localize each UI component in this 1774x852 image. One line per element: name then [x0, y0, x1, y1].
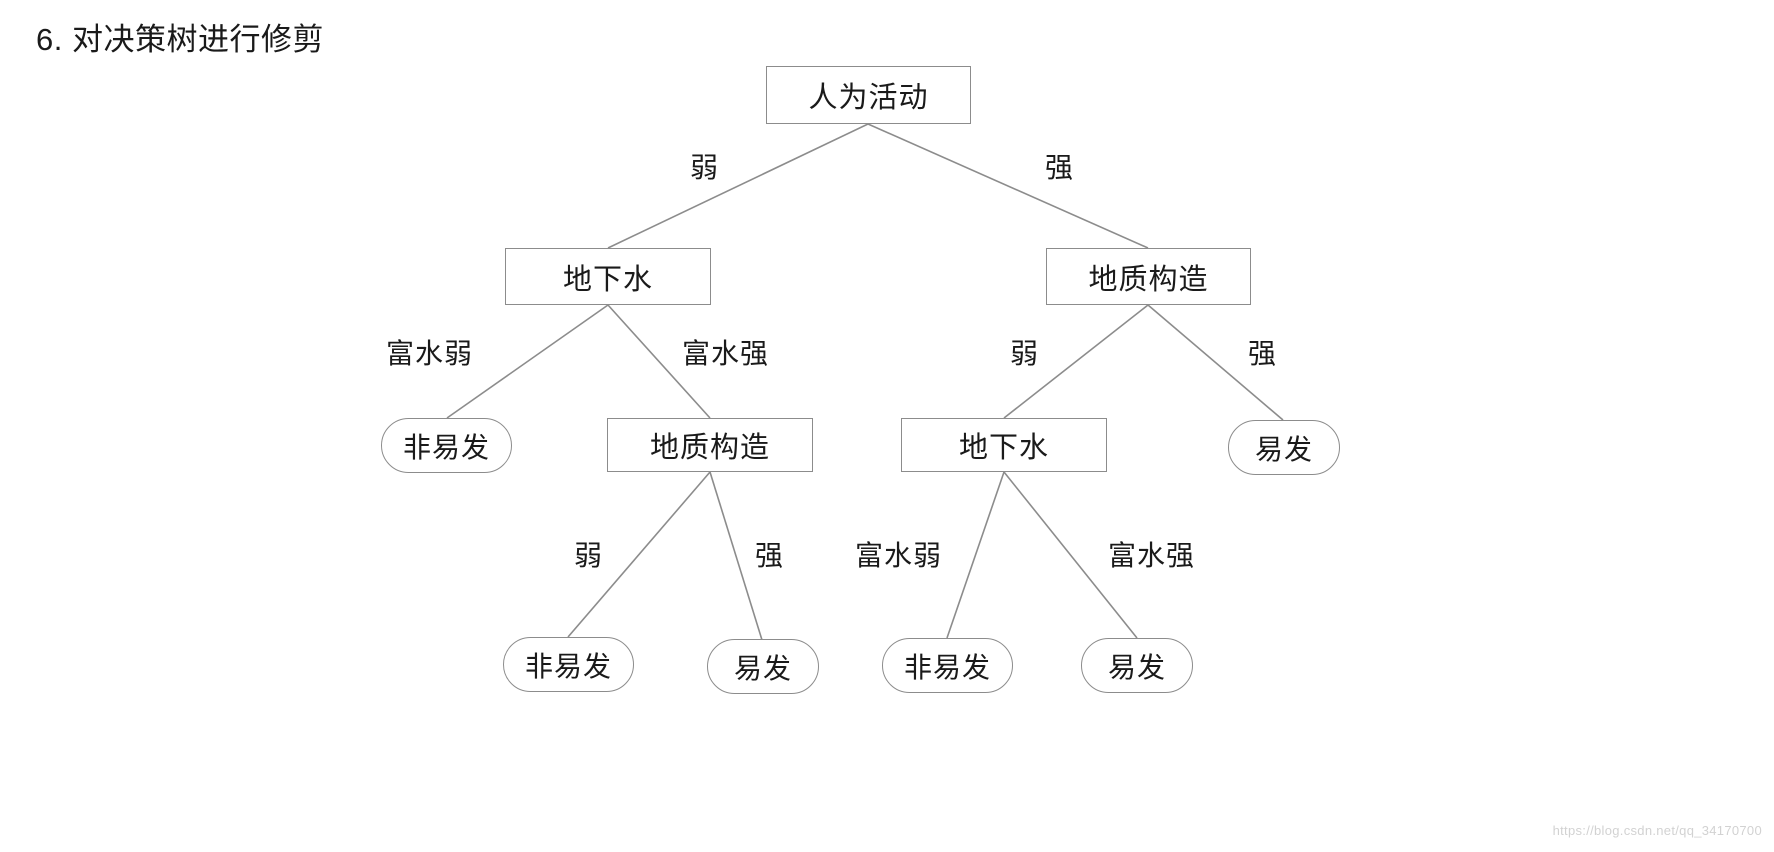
edge-root-to-geology: [867, 123, 1149, 249]
node-leaf-nonprone-l3[interactable]: 非易发: [381, 418, 512, 473]
edge-geology2-to-prone: [709, 471, 763, 641]
node-leaf-prone-l4-right[interactable]: 易发: [1081, 638, 1193, 693]
edge-geology-to-groundwater: [1003, 304, 1149, 419]
edge-label-groundwater3-weak-water: 富水弱: [855, 540, 943, 571]
edge-label-geology3-strong: 强: [755, 540, 785, 571]
edge-label-groundwater-weak-water: 富水弱: [386, 338, 474, 369]
edge-label-geology-weak: 弱: [1010, 338, 1040, 369]
edge-geology-to-prone: [1147, 304, 1284, 421]
edge-groundwater-to-nonprone: [446, 304, 609, 419]
edge-label-root-weak: 弱: [690, 152, 720, 183]
node-leaf-nonprone-l4-right[interactable]: 非易发: [882, 638, 1013, 693]
node-root-human-activity[interactable]: 人为活动: [766, 66, 971, 124]
edge-groundwater2-to-prone: [1003, 471, 1138, 639]
node-groundwater-level3[interactable]: 地下水: [901, 418, 1107, 472]
watermark-text: https://blog.csdn.net/qq_34170700: [1552, 823, 1762, 838]
edge-label-geology-strong: 强: [1248, 338, 1278, 369]
node-groundwater-level2[interactable]: 地下水: [505, 248, 711, 305]
page-title: 6. 对决策树进行修剪: [36, 22, 324, 57]
edge-geology2-to-nonprone: [567, 471, 711, 638]
edge-label-geology3-weak: 弱: [574, 540, 604, 571]
edge-label-groundwater3-strong-water: 富水强: [1108, 540, 1196, 571]
edge-root-to-groundwater: [607, 123, 869, 249]
edge-groundwater-to-geology: [607, 304, 711, 419]
edge-groundwater2-to-nonprone: [946, 471, 1005, 639]
node-geology-level2[interactable]: 地质构造: [1046, 248, 1251, 305]
node-leaf-prone-l3[interactable]: 易发: [1228, 420, 1340, 475]
node-geology-level3[interactable]: 地质构造: [607, 418, 813, 472]
edge-label-root-strong: 强: [1045, 152, 1075, 183]
node-leaf-prone-l4-left[interactable]: 易发: [707, 639, 819, 694]
node-leaf-nonprone-l4-left[interactable]: 非易发: [503, 637, 634, 692]
edge-label-groundwater-strong-water: 富水强: [682, 338, 770, 369]
